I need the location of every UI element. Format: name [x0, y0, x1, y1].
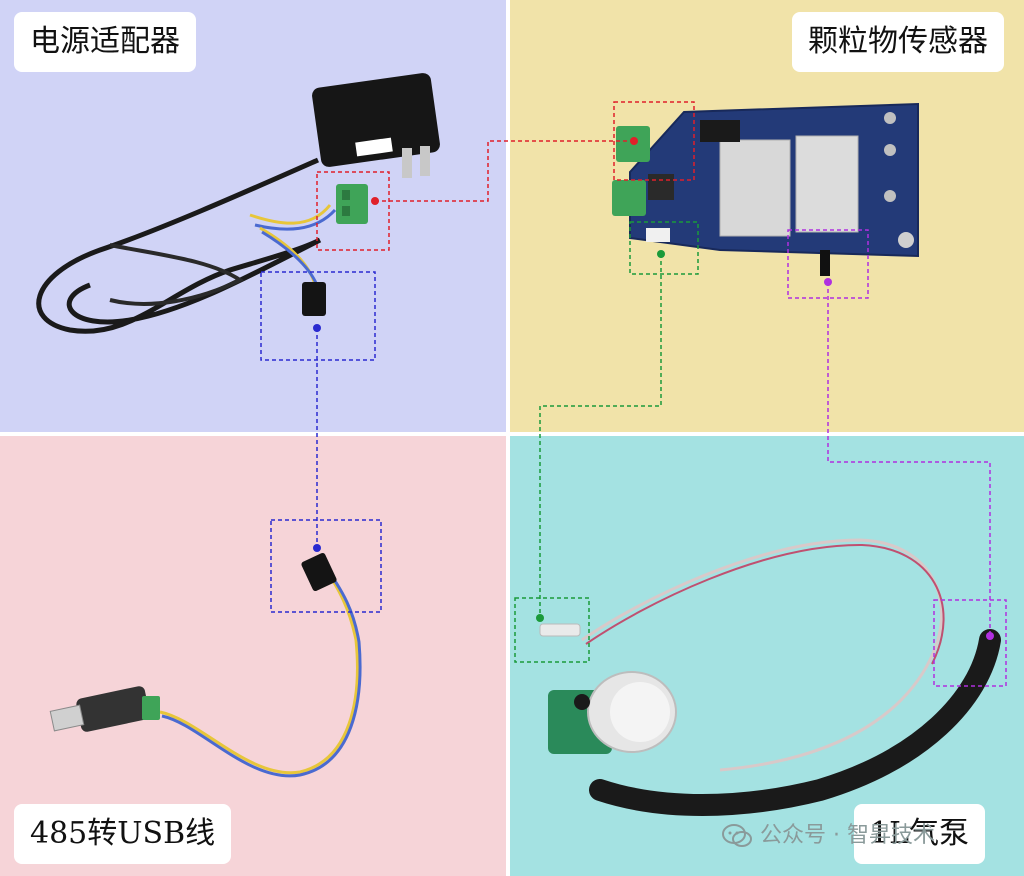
link-pump-power-green [536, 250, 665, 622]
sensor-pump-port-highlight [629, 221, 699, 275]
power-adapter-label: 电源适配器 [14, 12, 196, 72]
link-air-tube-purple [824, 278, 994, 640]
sensor-power-terminal-highlight [613, 101, 695, 181]
wechat-icon [722, 824, 752, 847]
air-pump-label: 1L气泵 [854, 804, 986, 864]
link-rs485-blue [313, 324, 321, 552]
usb-converter-label: 485转USB线 [14, 804, 232, 864]
power-terminal-highlight [316, 171, 390, 251]
pump-tube-highlight [933, 599, 1007, 687]
link-power-red [371, 137, 638, 205]
pm-sensor-label: 颗粒物传感器 [792, 12, 1004, 72]
sensor-air-inlet-highlight [787, 229, 869, 299]
usb-converter-panel [0, 436, 506, 876]
power-adapter-image [36, 73, 440, 334]
power-connector-highlight [260, 271, 376, 361]
watermark: 公众号 · 智昇技术 [722, 818, 935, 854]
usb-connector-highlight [270, 519, 382, 613]
pump-plug-highlight [514, 597, 590, 663]
pm-sensor-image [612, 102, 919, 276]
usb-converter-image [49, 552, 362, 778]
watermark-text: 公众号 · 智昇技术 [760, 823, 935, 848]
air-pump-image [539, 538, 1001, 816]
